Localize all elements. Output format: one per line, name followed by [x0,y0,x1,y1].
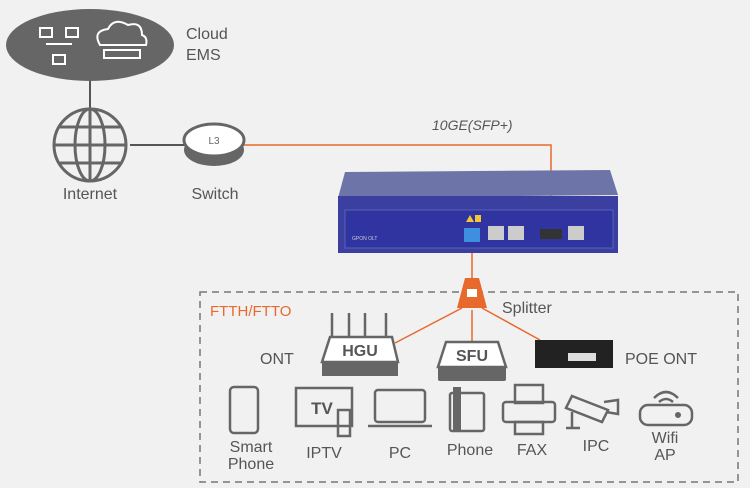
fax-label: FAX [517,442,548,459]
laptop-icon [368,388,432,428]
gpon-olt-device: GPON OLT [338,170,618,253]
smartphone-icon [228,385,260,435]
tv-text: TV [311,399,333,418]
switch-badge: L3 [208,136,220,147]
poe-ont-device [535,340,613,368]
cloud-label-line2: EMS [186,47,221,64]
sfp-port [540,229,562,239]
cloud-ems-icon [6,9,174,81]
wifi-ap-icon [638,390,694,427]
splitter-poe-fiber [481,307,541,341]
sfu-label: SFU [456,348,488,365]
ge-port-1 [488,226,504,240]
iptv-label: IPTV [306,445,342,462]
ge-port-2 [508,226,524,240]
splitter-label: Splitter [502,300,552,317]
sfu-icon: SFU [436,340,508,381]
smartphone-label-1: Smart [230,439,273,456]
cloud-label-line1: Cloud [186,26,228,43]
olt-label: GPON OLT [352,236,377,242]
tv-icon: TV [294,386,354,438]
internet-label: Internet [63,186,118,203]
smartphone-label-2: Phone [228,456,274,473]
ont-label: ONT [260,351,294,368]
splitter-hgu-fiber [394,307,463,344]
desk-phone-icon [448,387,486,433]
console-port [568,226,584,240]
hgu-label: HGU [342,343,378,360]
ip-camera-icon [564,394,620,430]
globe-icon [52,107,128,183]
pc-label: PC [389,445,411,462]
uplink-label: 10GE(SFP+) [432,117,513,133]
hgu-router-icon: HGU [320,313,400,376]
fax-icon [501,383,557,436]
switch-label: Switch [191,186,238,203]
switch-icon: L3 [182,122,246,166]
poe-ont-label: POE ONT [625,351,697,368]
ipc-label: IPC [583,438,610,455]
phone-label: Phone [447,442,493,459]
wifi-label-1: Wifi [652,430,679,447]
pon-port [464,228,480,242]
splitter-icon [457,278,487,308]
wifi-label-2: AP [654,447,675,464]
group-label: FTTH/FTTO [210,303,291,320]
